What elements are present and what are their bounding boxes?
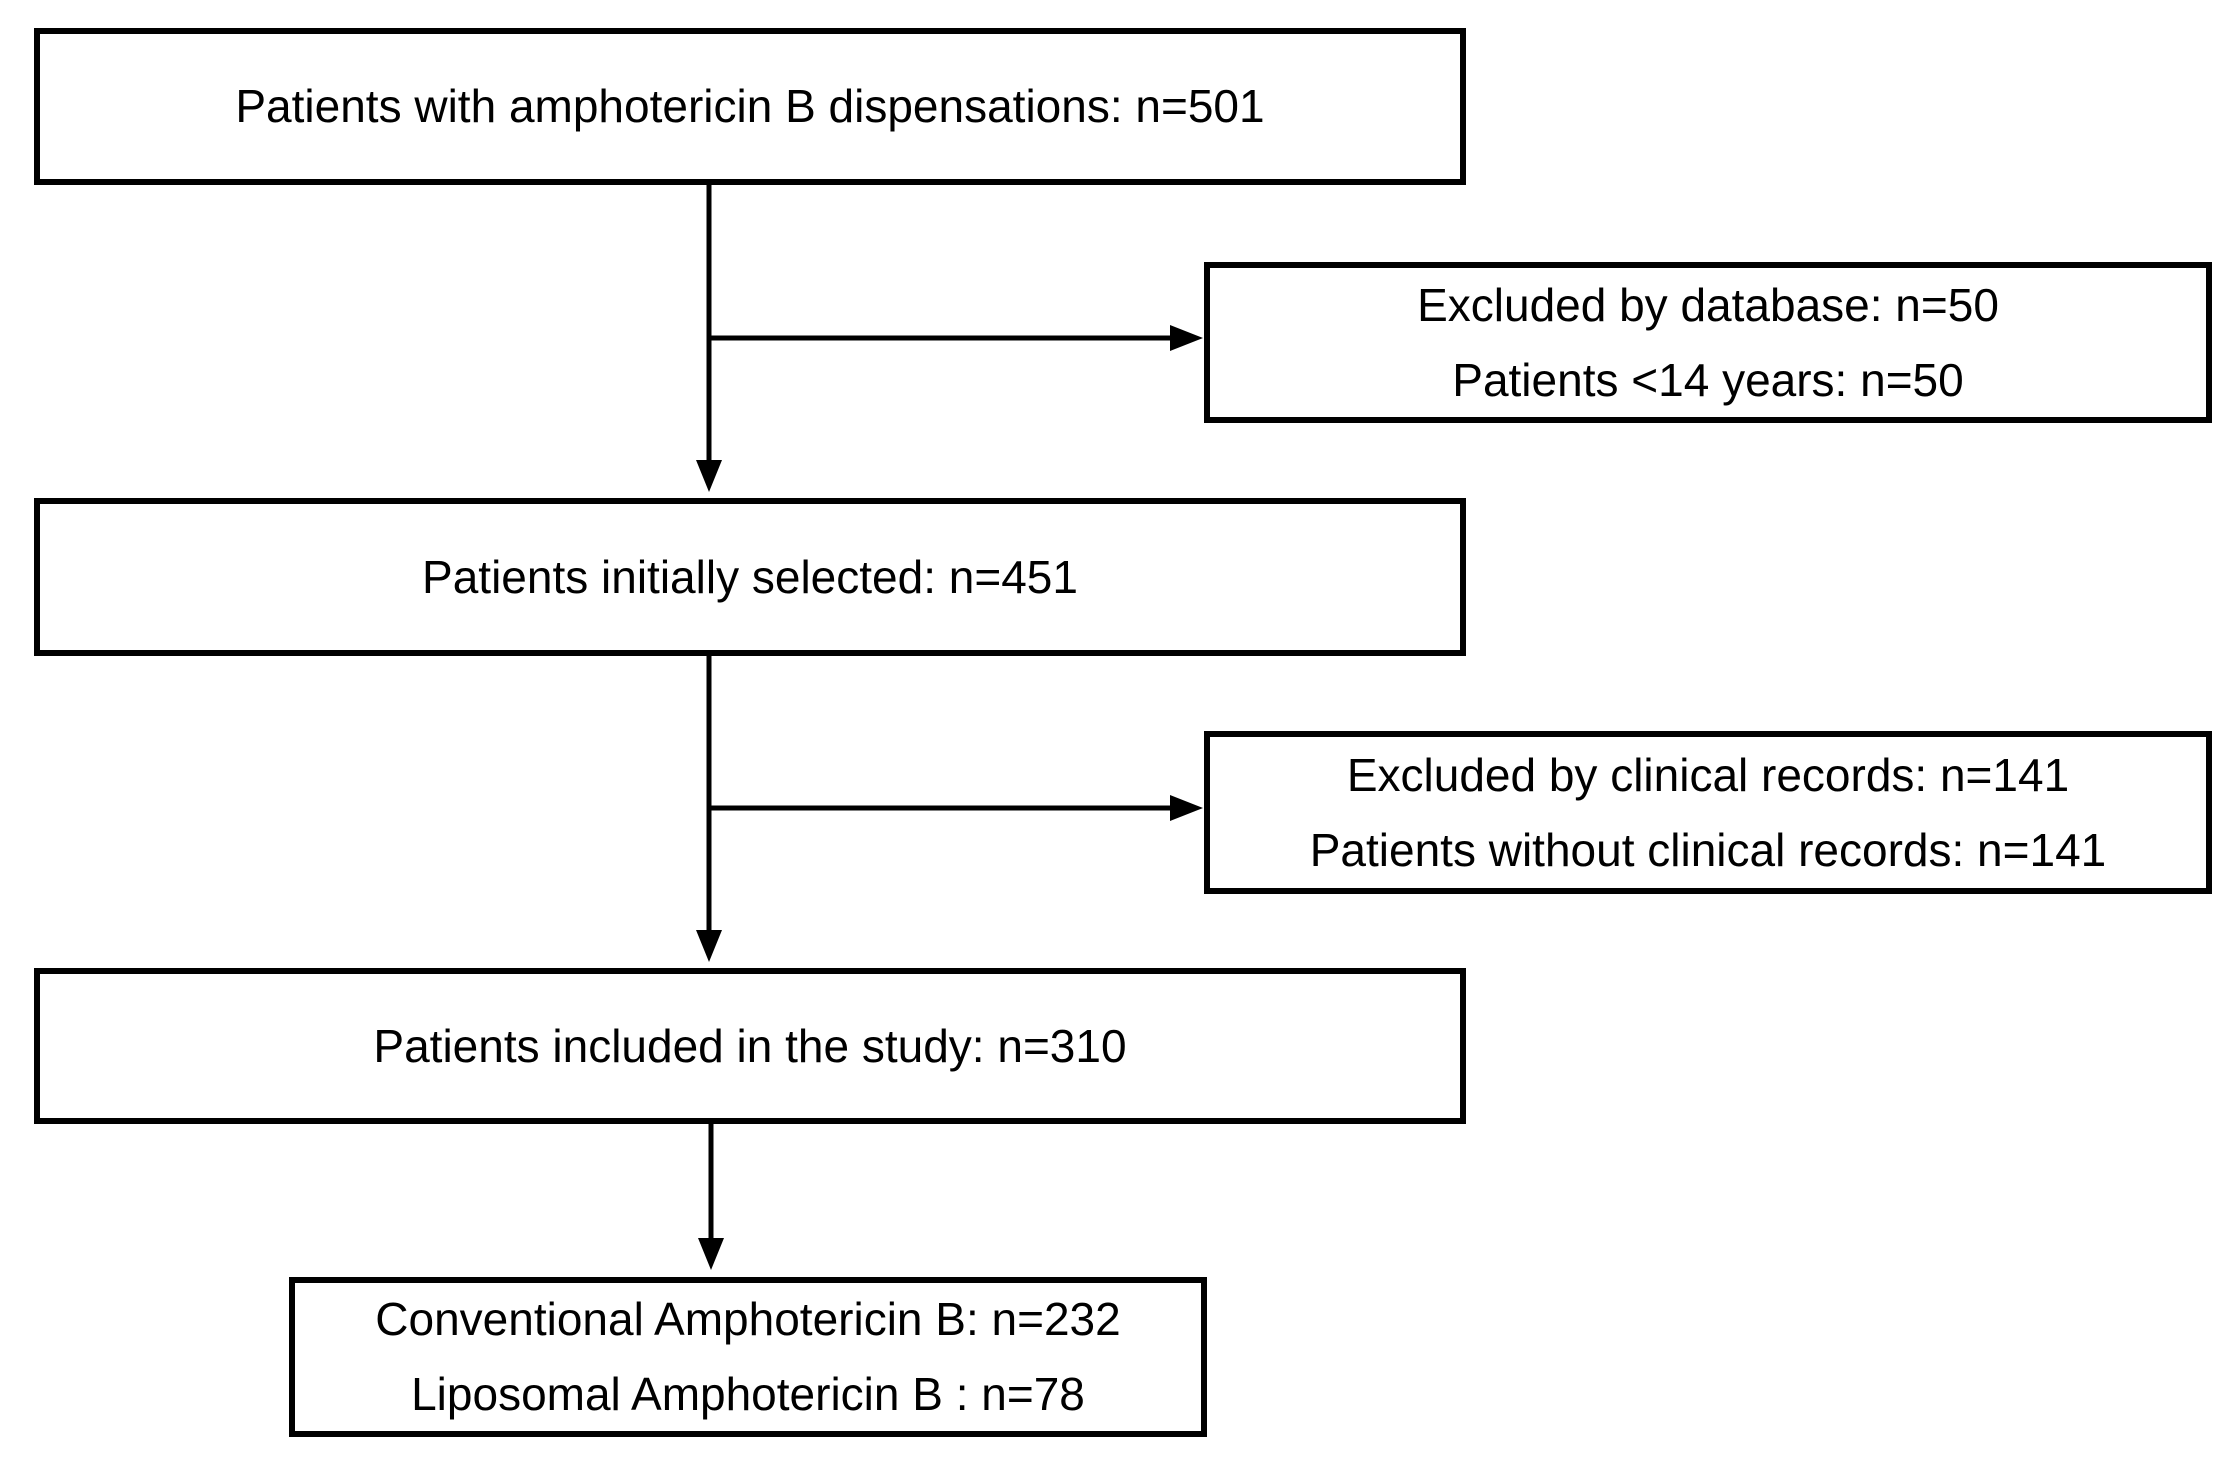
- node-groups-line-2: Liposomal Amphotericin B : n=78: [411, 1368, 1085, 1420]
- node-exclusion-database-line-1: Excluded by database: n=50: [1417, 278, 1999, 331]
- node-exclusion-records-line-1: Excluded by clinical records: n=141: [1346, 748, 2070, 801]
- node-groups: Conventional Amphotericin B: n=232 Lipos…: [289, 1277, 1207, 1437]
- node-start: Patients with amphotericin B dispensatio…: [34, 28, 1466, 185]
- arrowhead-groups: [698, 1238, 724, 1270]
- node-exclusion-records-line-2: Patients without clinical records: n=141: [1309, 823, 2107, 876]
- node-initially-selected: Patients initially selected: n=451: [34, 498, 1466, 656]
- arrowhead-included: [696, 930, 722, 962]
- node-groups-line-1: Conventional Amphotericin B: n=232: [375, 1293, 1121, 1345]
- node-exclusion-records: Excluded by clinical records: n=141 Pati…: [1204, 731, 2212, 894]
- arrowhead-exclusion-records: [1170, 795, 1203, 821]
- node-included-line-1: Patients included in the study: n=310: [373, 1019, 1127, 1072]
- arrowhead-exclusion-database: [1170, 325, 1203, 351]
- node-exclusion-database-line-2: Patients <14 years: n=50: [1452, 353, 1964, 406]
- node-included: Patients included in the study: n=310: [34, 968, 1466, 1124]
- arrowhead-initially-selected: [696, 460, 722, 492]
- node-initially-selected-line-1: Patients initially selected: n=451: [422, 550, 1078, 603]
- node-start-line-1: Patients with amphotericin B dispensatio…: [235, 80, 1265, 132]
- node-exclusion-database: Excluded by database: n=50 Patients <14 …: [1204, 262, 2212, 423]
